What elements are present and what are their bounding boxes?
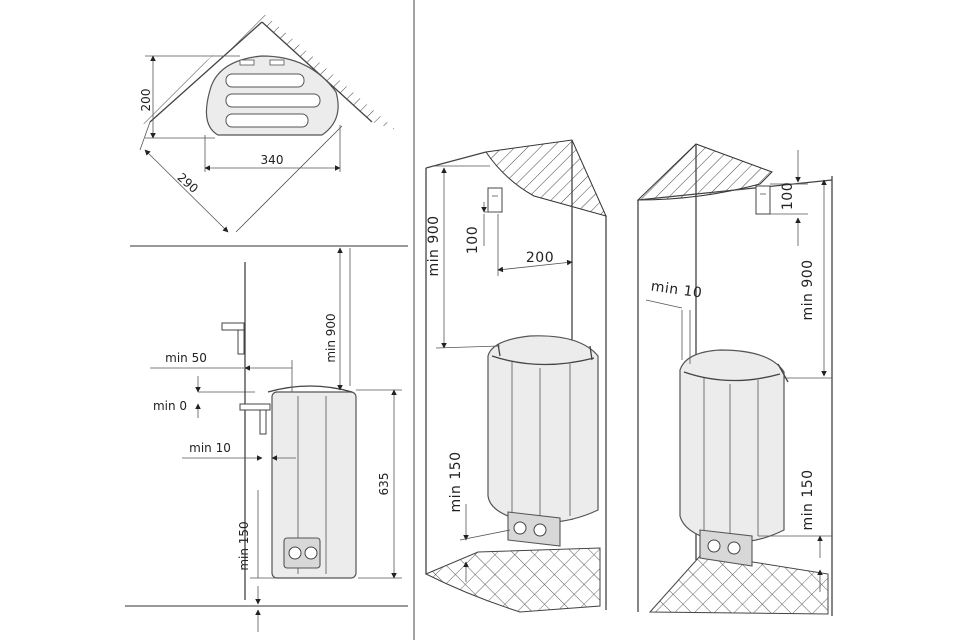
dim-200-top: 200 — [139, 55, 240, 139]
dim-min150-side: min 150 — [237, 490, 290, 632]
dim-min150-a-label: min 150 — [448, 451, 464, 512]
dim-100-a: 100 — [465, 202, 498, 254]
heater-b — [679, 349, 789, 567]
heater-a — [487, 335, 599, 547]
dim-200-label: 200 — [139, 89, 153, 112]
dim-min150-side-label: min 150 — [237, 521, 251, 570]
dim-min900-side-label: min 900 — [324, 313, 338, 362]
dim-min150-a: min 150 — [448, 451, 511, 582]
dim-min900-a: min 900 — [426, 165, 501, 349]
corner-view-b: min 10 100 min 900 min 150 — [636, 143, 833, 616]
dim-min150-b-label: min 150 — [800, 469, 816, 530]
dim-min10-b-label: min 10 — [650, 279, 703, 302]
dim-100-a-label: 100 — [465, 226, 481, 254]
dim-min900-a-label: min 900 — [426, 215, 442, 276]
floor-crosshatch-a — [424, 547, 601, 613]
dim-290-label: 290 — [174, 170, 200, 196]
dim-min10-side-label: min 10 — [189, 441, 231, 455]
dim-min50-side: min 50 — [150, 351, 293, 392]
dim-min150-b: min 150 — [758, 469, 832, 592]
heater-side — [239, 385, 357, 579]
dim-min50-side-label: min 50 — [165, 351, 207, 365]
dim-290-top: 290 — [139, 121, 343, 233]
top-view: 200 340 290 — [130, 12, 396, 233]
dim-100-b: 100 — [770, 150, 808, 246]
control-box-b — [755, 185, 771, 215]
control-box-side — [221, 322, 245, 355]
dim-340-label: 340 — [261, 153, 284, 167]
dim-200-a: 200 — [497, 214, 573, 276]
dim-min0-side-label: min 0 — [153, 399, 187, 413]
dim-min0-side: min 0 — [153, 376, 255, 418]
corner-view-a: min 900 100 200 min 150 — [424, 139, 607, 613]
dim-min900-b-label: min 900 — [800, 259, 816, 320]
dim-min900-side: min 900 — [324, 247, 351, 391]
dim-200-a-label: 200 — [526, 250, 554, 266]
control-box-a — [487, 187, 503, 213]
ceiling-hatch-b — [636, 143, 773, 201]
dim-min900-b: min 900 — [784, 179, 832, 379]
dim-635-side-label: 635 — [377, 473, 391, 496]
heater-top-outline — [205, 55, 339, 136]
dim-min10-side: min 10 — [182, 441, 296, 461]
floor-crosshatch-b — [648, 555, 829, 615]
side-view: min 50 min 0 min 10 min 150 min 900 — [125, 245, 408, 632]
dim-635-side: 635 — [356, 389, 402, 579]
dim-min10-b: min 10 — [645, 279, 703, 364]
ceiling-hatch-a — [485, 139, 607, 217]
dim-100-b-label: 100 — [780, 182, 796, 210]
